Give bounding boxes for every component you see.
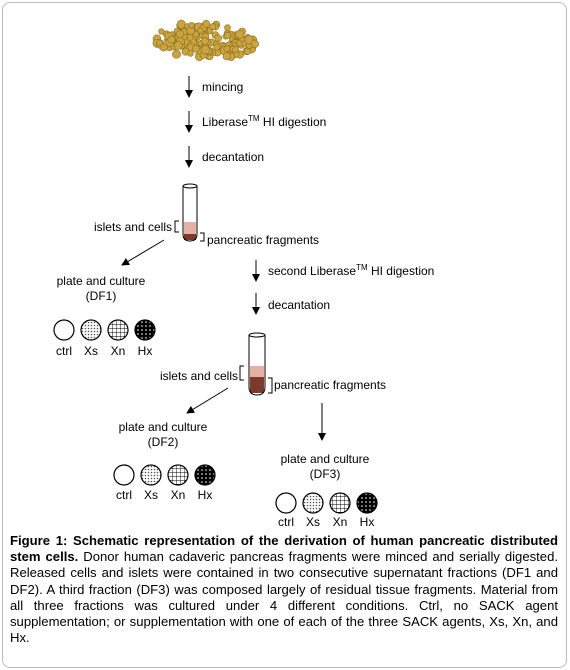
caption-title: Figure 1: Schematic representation of th… bbox=[10, 533, 558, 565]
df2-xs-circle bbox=[140, 464, 162, 486]
df3-label-line1: plate and culture bbox=[281, 452, 370, 466]
df1-xn-label: Xn bbox=[111, 344, 126, 358]
caption-body: Donor human cadaveric pancreas fragments… bbox=[10, 549, 559, 646]
df3-hx-label: Hx bbox=[360, 515, 375, 529]
df2-xs-label: Xs bbox=[144, 488, 158, 502]
df1-hx-label: Hx bbox=[138, 344, 153, 358]
mincing-label: mincing bbox=[202, 80, 243, 94]
df2-label-line1: plate and culture bbox=[119, 420, 208, 434]
df2-hx-label: Hx bbox=[198, 488, 213, 502]
islets-and-cells-label-2: islets and cells bbox=[160, 369, 238, 383]
df3-xn-circle bbox=[329, 492, 351, 514]
df3-xs-label: Xs bbox=[306, 515, 320, 529]
df1-arrow bbox=[121, 239, 165, 266]
df3-ctrl-circle bbox=[275, 492, 297, 514]
pancreas-tissue-image bbox=[152, 19, 259, 61]
df1-xs-circle bbox=[80, 319, 102, 341]
test-tube-2 bbox=[248, 332, 266, 396]
derivation-diagram: mincing LiberaseTM HI digestion decantat… bbox=[53, 19, 434, 529]
liberase-digestion-label: LiberaseTM HI digestion bbox=[202, 114, 326, 129]
df1-label-line2: (DF1) bbox=[86, 289, 117, 303]
df2-ctrl-label: ctrl bbox=[116, 488, 132, 502]
df2-hx-circle bbox=[194, 464, 216, 486]
islets-bracket-2 bbox=[239, 365, 244, 381]
df2-xn-circle bbox=[167, 464, 189, 486]
df1-xs-label: Xs bbox=[84, 344, 98, 358]
islets-and-cells-label-1: islets and cells bbox=[94, 220, 172, 234]
df2-arrow bbox=[186, 387, 229, 414]
fragments-bracket-2 bbox=[268, 377, 273, 394]
pancreatic-fragments-label-2: pancreatic fragments bbox=[274, 378, 386, 392]
pancreatic-fragments-label-1: pancreatic fragments bbox=[207, 233, 319, 247]
df2-ctrl-circle bbox=[113, 464, 135, 486]
df3-conditions: ctrl Xs Xn Hx bbox=[275, 492, 378, 529]
df3-xs-circle bbox=[302, 492, 324, 514]
df3-label-line2: (DF3) bbox=[310, 467, 341, 481]
figure-caption: Figure 1: Schematic representation of th… bbox=[10, 533, 558, 646]
df1-label-line1: plate and culture bbox=[57, 274, 146, 288]
islets-bracket-1 bbox=[174, 220, 179, 233]
decantation-label-2: decantation bbox=[268, 298, 330, 312]
df3-hx-circle bbox=[356, 492, 378, 514]
test-tube-1 bbox=[182, 183, 198, 242]
df3-ctrl-label: ctrl bbox=[278, 515, 294, 529]
df1-xn-circle bbox=[107, 319, 129, 341]
df1-hx-circle bbox=[134, 319, 156, 341]
fragments-bracket-1 bbox=[200, 232, 205, 242]
df2-xn-label: Xn bbox=[171, 488, 186, 502]
df1-ctrl-label: ctrl bbox=[56, 344, 72, 358]
df2-label-line2: (DF2) bbox=[148, 435, 179, 449]
decantation-label: decantation bbox=[202, 150, 264, 164]
df2-conditions: ctrl Xs Xn Hx bbox=[113, 464, 216, 502]
df3-xn-label: Xn bbox=[333, 515, 348, 529]
second-liberase-digestion-label: second LiberaseTM HI digestion bbox=[268, 263, 434, 278]
df1-ctrl-circle bbox=[53, 319, 75, 341]
df1-conditions: ctrl Xs Xn Hx bbox=[53, 319, 156, 358]
